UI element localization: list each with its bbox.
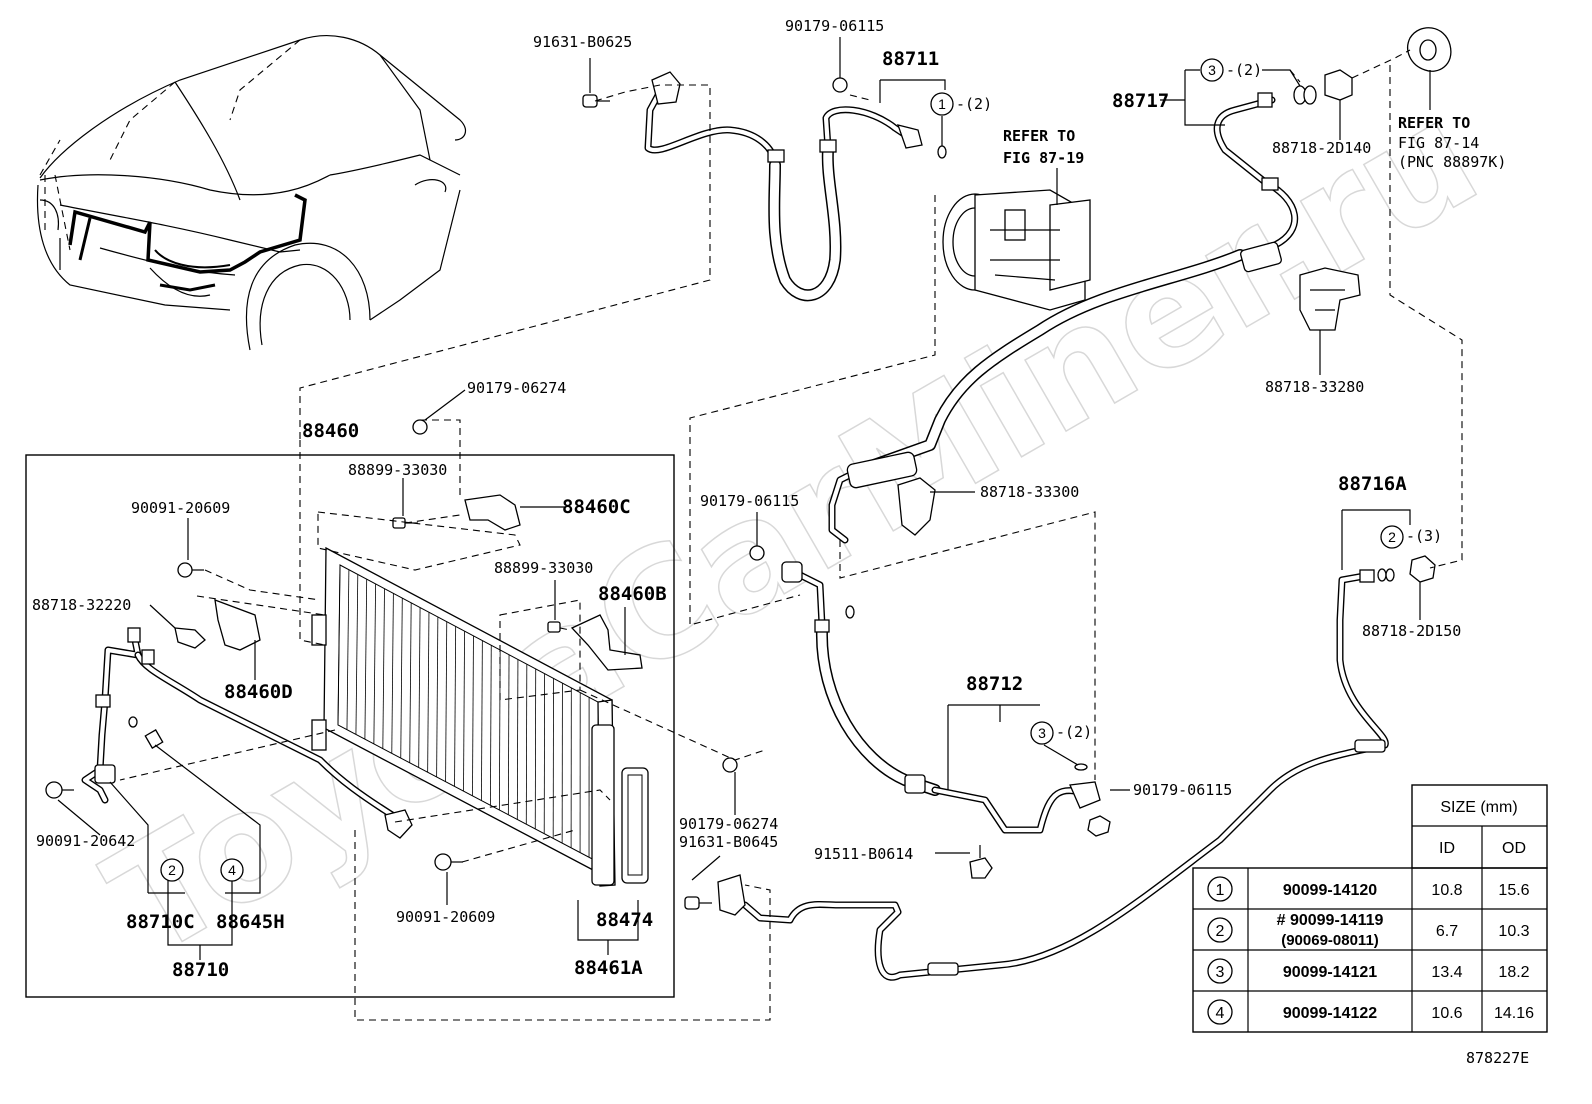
compressor: [943, 168, 1090, 310]
nut-90179-06274-top: [413, 390, 465, 434]
label-91511-B0614: 91511-B0614: [814, 845, 913, 863]
label-91631-B0625: 91631-B0625: [533, 33, 632, 51]
label-circle3-qty-top: -(2): [1226, 61, 1262, 79]
size-row-2-od: 10.3: [1498, 923, 1529, 940]
label-90179-06115-top: 90179-06115: [785, 17, 884, 35]
label-refer-1a: REFER TO: [1003, 127, 1075, 145]
label-90091-20609-a: 90091-20609: [131, 499, 230, 517]
size-row-1-od: 15.6: [1498, 882, 1529, 899]
size-table-header: SIZE (mm): [1440, 799, 1517, 816]
bracket-88718-33280: [1300, 268, 1360, 375]
size-row-3-od: 18.2: [1498, 964, 1529, 981]
figure-id: 878227E: [1466, 1049, 1529, 1067]
bolt-91631-B0625: [583, 58, 610, 107]
bolt-90091-20609-b: [435, 854, 463, 905]
bracket-88712: [948, 705, 1040, 790]
size-row-4-id: 10.6: [1431, 1005, 1462, 1022]
label-circle2-qty: -(3): [1406, 527, 1442, 545]
size-row-2-part: # 90099-14119: [1277, 912, 1384, 929]
bolt-91511-B0614: [935, 845, 992, 878]
size-table: SIZE (mm) ID OD 1 90099-14120 10.8 15.6 …: [1193, 785, 1547, 1032]
size-row-1-mark: 1: [1216, 882, 1225, 899]
label-88716A: 88716A: [1338, 473, 1407, 495]
circle-num-3-top: 3: [1208, 62, 1216, 78]
bolt-91631-B0645: [685, 856, 720, 909]
label-circle3-qty-mid: -(2): [1056, 723, 1092, 741]
bolt-88899-33030-a: [393, 478, 418, 528]
label-90179-06115-mid: 90179-06115: [700, 492, 799, 510]
label-88718-33280: 88718-33280: [1265, 378, 1364, 396]
circle-num-4: 4: [228, 862, 236, 878]
size-row-3-id: 13.4: [1431, 964, 1462, 981]
label-refer-2b: FIG 87-14: [1398, 134, 1479, 152]
circle-num-1: 1: [938, 96, 946, 112]
label-90179-06274-low: 90179-06274: [679, 815, 778, 833]
label-90179-06115-low: 90179-06115: [1133, 781, 1232, 799]
label-refer-2c: (PNC 88897K): [1398, 153, 1506, 171]
size-row-2-part-alt: (90069-08011): [1281, 932, 1379, 949]
size-row-4-od: 14.16: [1494, 1005, 1534, 1022]
nut-90179-06115-top: [833, 37, 847, 92]
label-88717: 88717: [1112, 90, 1169, 112]
label-88710: 88710: [172, 959, 229, 981]
size-row-3-part: 90099-14121: [1283, 964, 1377, 981]
bracket-88460D: [215, 600, 260, 680]
size-table-col-od: OD: [1502, 840, 1526, 857]
label-90091-20609-b: 90091-20609: [396, 908, 495, 926]
bracket-88460C: [465, 495, 565, 530]
size-table-col-id: ID: [1439, 840, 1455, 857]
label-88712: 88712: [966, 673, 1023, 695]
receiver-88474: [622, 768, 648, 883]
label-88711: 88711: [882, 48, 939, 70]
nut-90179-06274-low: [723, 758, 737, 815]
label-88899-33030-a: 88899-33030: [348, 461, 447, 479]
label-88461A: 88461A: [574, 957, 643, 979]
label-88460D: 88460D: [224, 681, 293, 703]
size-row-4-part: 90099-14122: [1283, 1005, 1377, 1022]
size-row-2-id: 6.7: [1436, 923, 1458, 940]
label-90091-20642: 90091-20642: [36, 832, 135, 850]
car-illustration: [37, 36, 465, 350]
label-88460: 88460: [302, 420, 359, 442]
label-88718-2D150: 88718-2D150: [1362, 622, 1461, 640]
label-88899-33030-b: 88899-33030: [494, 559, 593, 577]
bracket-88718-32220: [150, 605, 205, 648]
label-88710C: 88710C: [126, 911, 195, 933]
switch-88645H: [129, 717, 163, 748]
size-row-1-id: 10.8: [1431, 882, 1462, 899]
label-88645H: 88645H: [216, 911, 285, 933]
bolt-90091-20642: [46, 782, 100, 835]
label-88460C: 88460C: [562, 496, 631, 518]
bolt-90091-20609-a: [178, 518, 204, 577]
size-row-4-mark: 4: [1216, 1005, 1225, 1022]
circle-num-2-left: 2: [168, 862, 176, 878]
label-88718-2D140: 88718-2D140: [1272, 139, 1371, 157]
label-88718-32220: 88718-32220: [32, 596, 131, 614]
label-88718-33300: 88718-33300: [980, 483, 1079, 501]
circle-num-2-right: 2: [1388, 529, 1396, 545]
discharge-hose-88711: [648, 72, 922, 295]
size-row-2-mark: 2: [1216, 923, 1225, 940]
circle-num-3-mid: 3: [1038, 725, 1046, 741]
condenser-fin: [526, 664, 527, 824]
label-91631-B0645: 91631-B0645: [679, 833, 778, 851]
label-88474: 88474: [596, 909, 653, 931]
label-90179-06274-top: 90179-06274: [467, 379, 566, 397]
label-refer-1b: FIG 87-19: [1003, 149, 1084, 167]
size-row-3-mark: 3: [1216, 964, 1225, 981]
size-row-1-part: 90099-14120: [1283, 882, 1377, 899]
label-88460B: 88460B: [598, 583, 667, 605]
nut-88718-2D150: [1410, 556, 1435, 620]
label-refer-2a: REFER TO: [1398, 114, 1470, 132]
label-circle1-qty: -(2): [956, 95, 992, 113]
